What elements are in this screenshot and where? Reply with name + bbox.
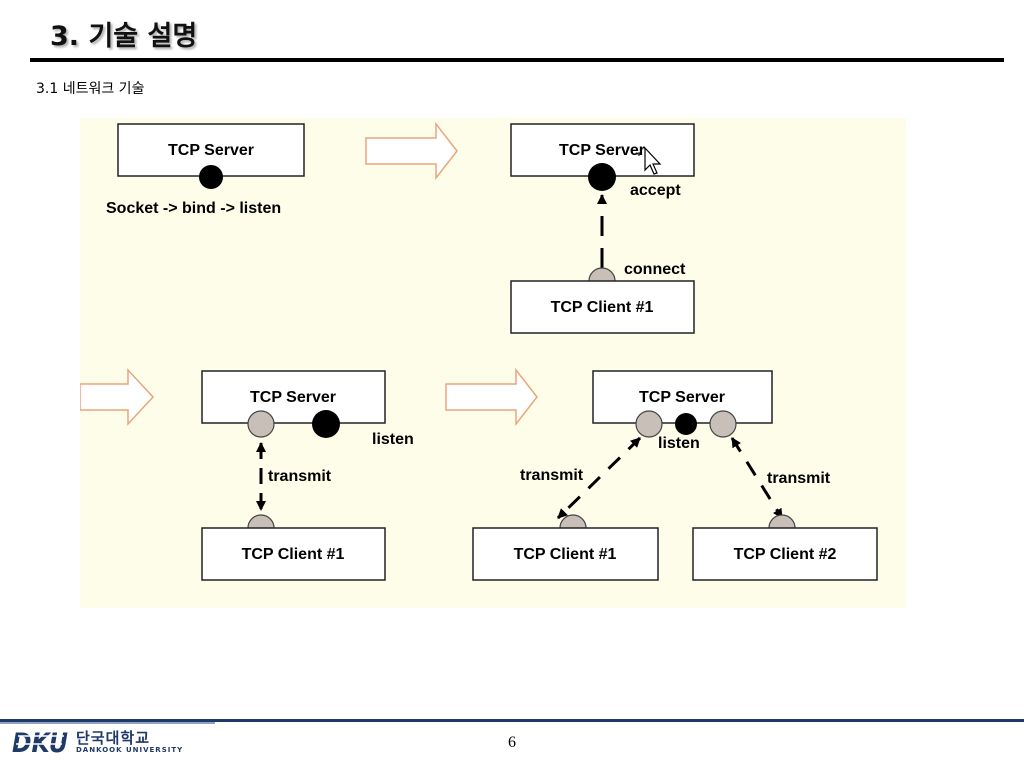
footer-divider [0, 719, 1024, 722]
socket-caption: Socket -> bind -> listen [106, 200, 281, 217]
client-box [201, 527, 386, 581]
connect-label: connect [624, 261, 686, 278]
client2-box [692, 527, 878, 581]
section-heading: 3.1 네트워크 기술 [36, 81, 145, 97]
accept-label: accept [630, 182, 681, 199]
panel-listen-setup: TCP Server Socket -> bind -> listen [106, 123, 305, 217]
server-label: TCP Server [168, 142, 254, 159]
server-label: TCP Server [559, 142, 645, 159]
client-label: TCP Client #1 [551, 299, 654, 316]
diagram-canvas: TCP Server Socket -> bind -> listen TCP … [80, 121, 878, 581]
client-box [510, 280, 695, 334]
client1-label: TCP Client #1 [514, 546, 617, 563]
transmit-label: transmit [268, 468, 332, 485]
listening-socket [588, 163, 616, 191]
page-number: 6 [508, 734, 516, 751]
connected-socket-right [709, 410, 737, 438]
connected-socket [247, 410, 275, 438]
client2-label: TCP Client #2 [734, 546, 837, 563]
footer-accent-line [0, 722, 215, 724]
panel-multi-transmit: TCP Server listen transmit transmit TCP … [472, 370, 878, 581]
client-label: TCP Client #1 [242, 546, 345, 563]
flow-arrow-2 [80, 368, 155, 426]
transmit-label-right: transmit [767, 470, 831, 487]
server-label: TCP Server [639, 389, 725, 406]
logo-name-korean: 단국대학교 [76, 729, 151, 747]
listening-socket [199, 165, 223, 189]
mouse-cursor-icon [637, 146, 662, 175]
listening-socket [675, 413, 697, 435]
logo-name-english: DANKOOK UNIVERSITY [76, 746, 184, 754]
connected-socket-left [635, 410, 663, 438]
tcp-connection-diagram: TCP Server Socket -> bind -> listen TCP … [80, 118, 906, 608]
server-label: TCP Server [250, 389, 336, 406]
listening-socket [312, 410, 340, 438]
transmit-arrow-left [556, 436, 642, 520]
transmit-arrow-right [730, 437, 784, 519]
dku-logo-mark: DKU [12, 728, 68, 756]
flow-arrow-1 [365, 121, 458, 181]
logo-letters: DKU [12, 728, 68, 756]
listen-label: listen [658, 435, 700, 452]
server-box [201, 370, 386, 424]
client1-box [472, 527, 659, 581]
listen-label: listen [372, 431, 414, 448]
slide-title: 3. 기술 설명 [50, 21, 198, 52]
university-logo: DKU 단국대학교 DANKOOK UNIVERSITY [10, 726, 185, 758]
transmit-label-left: transmit [520, 467, 584, 484]
title-divider [30, 58, 1004, 62]
panel-single-transmit: TCP Server listen transmit TCP Client #1 [201, 370, 414, 581]
flow-arrow-3 [445, 367, 538, 427]
panel-accept-connect: TCP Server accept connect TCP Client #1 [510, 123, 695, 334]
